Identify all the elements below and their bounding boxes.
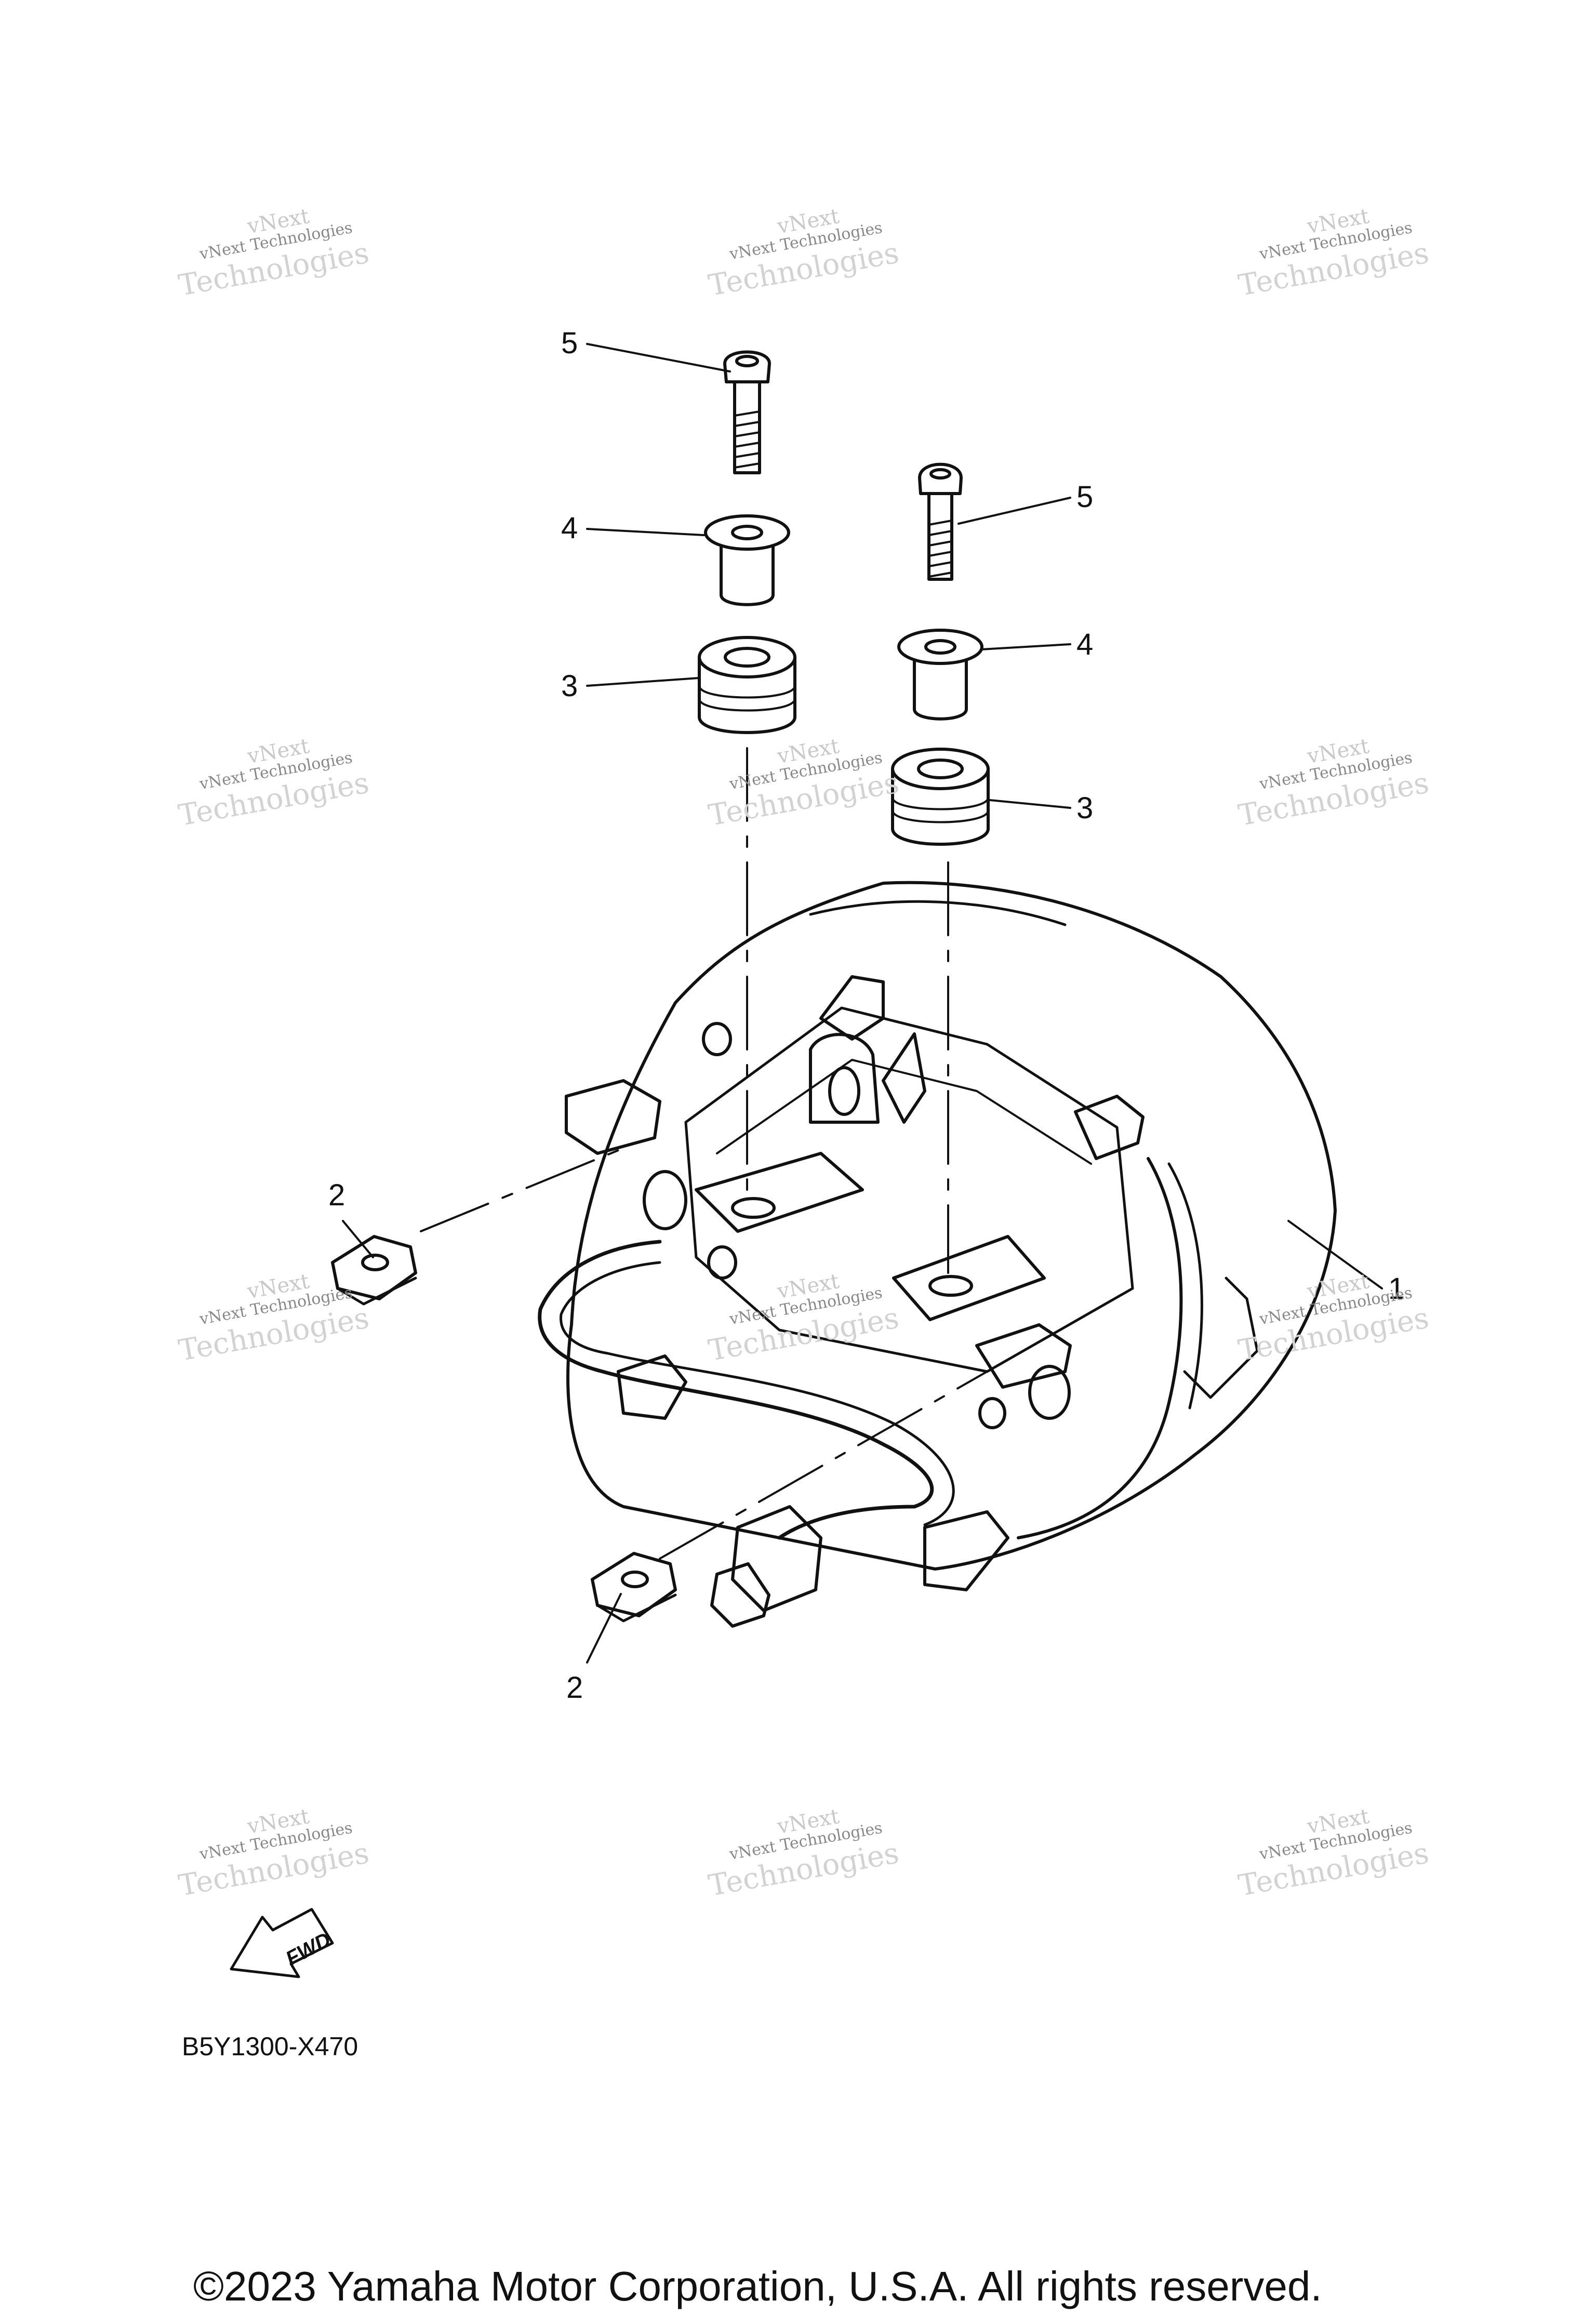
collar-right: [897, 629, 983, 721]
clip-left: [331, 1235, 417, 1306]
callout-grommet-left: 3: [561, 669, 578, 703]
light-housing: [538, 881, 1337, 1628]
assembly-centerlines: [420, 747, 988, 1560]
clip-bottom: [591, 1552, 677, 1623]
callout-clip-bottom: 2: [566, 1671, 583, 1705]
diagram-code: B5Y1300-X470: [182, 2032, 358, 2061]
callout-collar-left: 4: [561, 511, 578, 545]
callout-housing: 1: [1388, 1272, 1405, 1306]
callout-clip-left: 2: [328, 1178, 345, 1212]
callout-bolt-right: 5: [1076, 480, 1094, 514]
copyright-notice: ©2023 Yamaha Motor Corporation, U.S.A. A…: [193, 2263, 1322, 2309]
callout-collar-right: 4: [1076, 628, 1094, 661]
grommet-right: [891, 748, 990, 846]
bolt-right: [918, 462, 963, 581]
callout-grommet-right: 3: [1076, 791, 1094, 825]
forward-arrow-icon: [230, 1908, 334, 1978]
grommet-left: [698, 636, 796, 734]
bolt-left: [723, 350, 771, 474]
callout-bolt-left: 5: [561, 326, 578, 360]
leader-lines: [342, 343, 1383, 1664]
collar-left: [704, 514, 790, 606]
